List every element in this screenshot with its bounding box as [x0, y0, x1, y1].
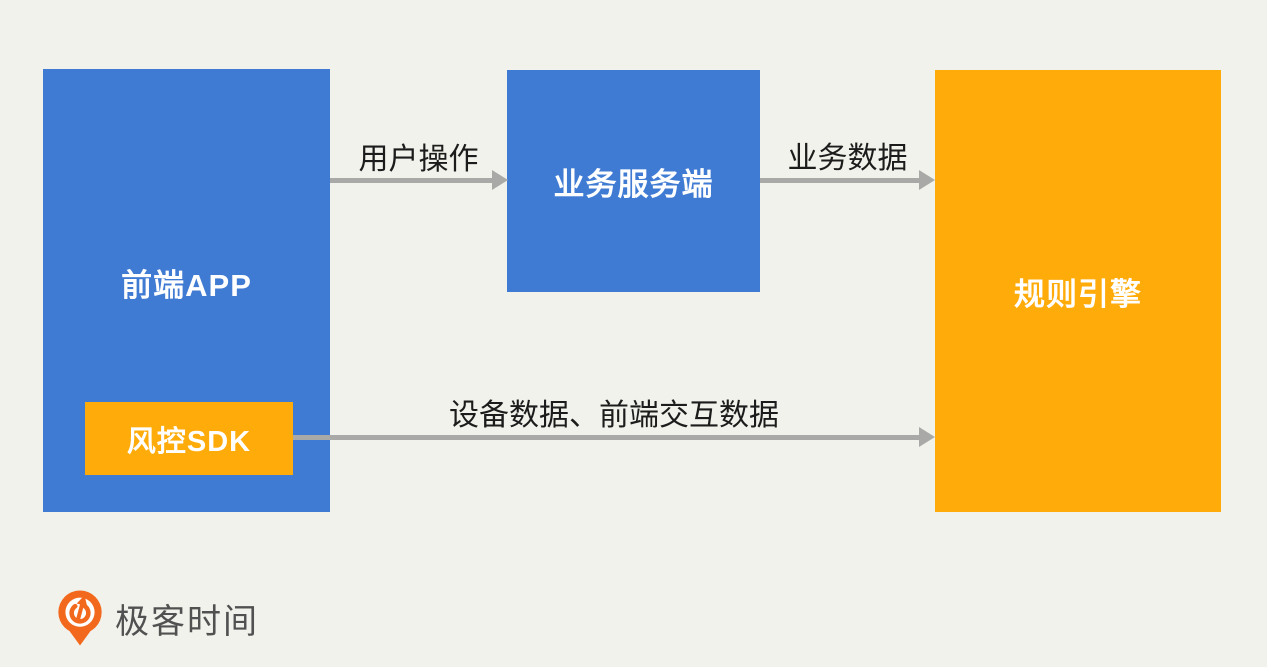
node-rule-engine-label: 规则引擎 — [1014, 276, 1142, 312]
geektime-pin-icon — [58, 590, 102, 646]
arrowhead-right-icon — [919, 427, 935, 447]
arrowhead-right-icon — [492, 170, 508, 190]
edge-device-data-line — [293, 435, 921, 440]
node-risk-sdk-label: 风控SDK — [126, 425, 252, 458]
arrowhead-right-icon — [919, 170, 935, 190]
edge-user-action-line — [330, 178, 494, 183]
edge-label-user-action: 用户操作 — [358, 143, 479, 176]
edge-label-device-data: 设备数据、前端交互数据 — [449, 399, 779, 432]
edge-biz-data-line — [760, 178, 921, 183]
edge-label-biz-data: 业务数据 — [787, 142, 908, 175]
brand-logo-text: 极客时间 — [115, 602, 259, 641]
node-risk-sdk: 风控SDK — [85, 402, 293, 475]
node-rule-engine: 规则引擎 — [935, 70, 1221, 512]
brand-logo: 极客时间 — [55, 588, 259, 648]
node-biz-server: 业务服务端 — [507, 70, 760, 292]
node-biz-server-label: 业务服务端 — [553, 166, 714, 202]
node-front-app-label: 前端APP — [121, 268, 252, 303]
